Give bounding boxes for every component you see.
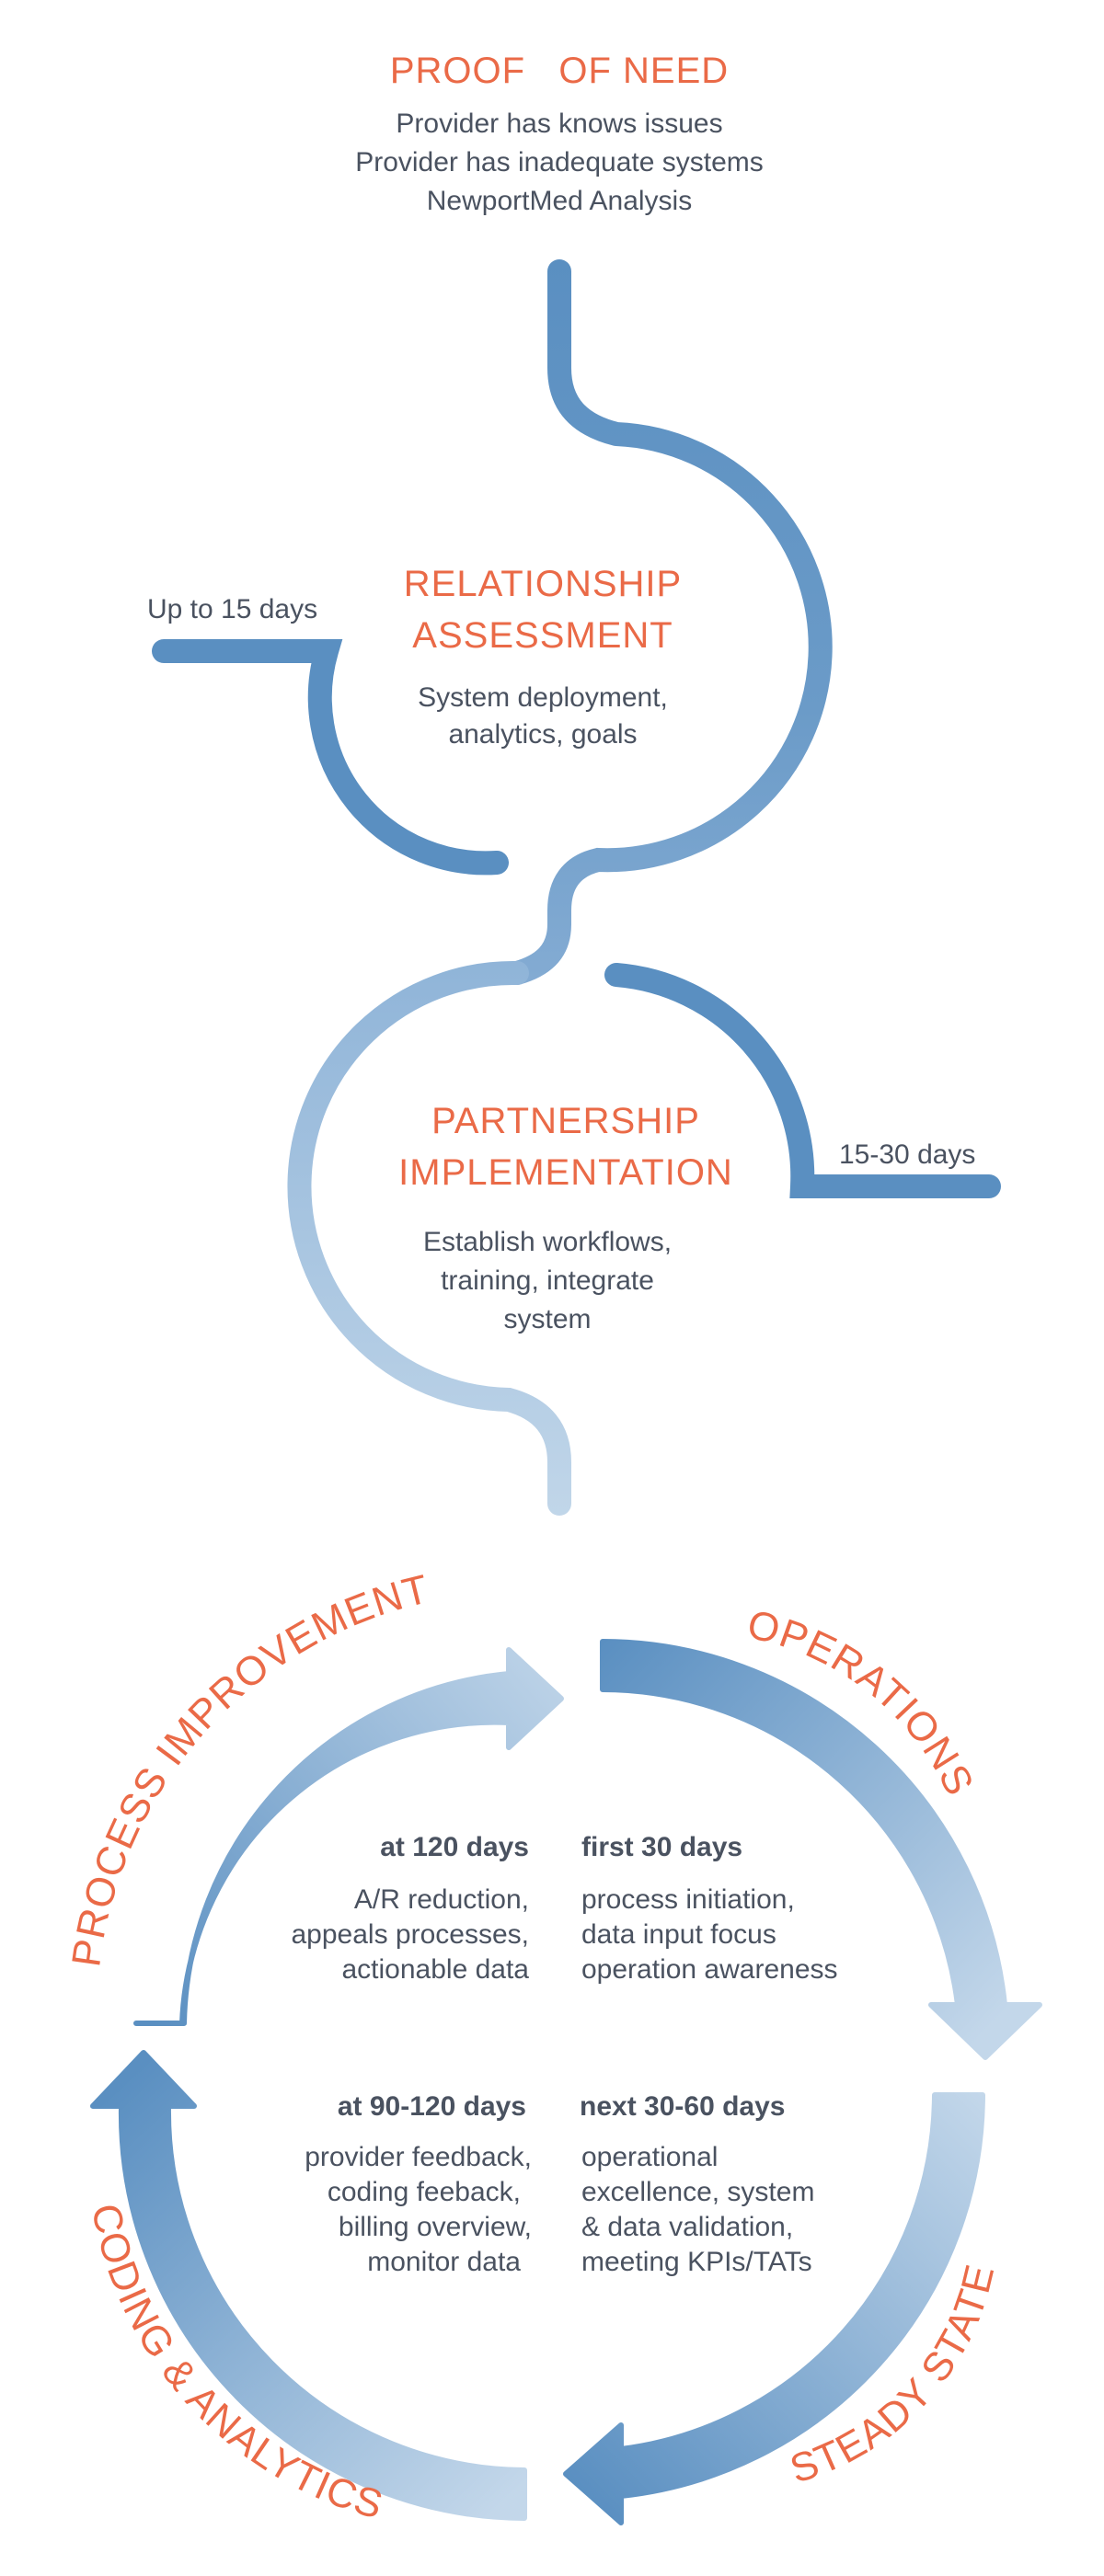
steady-state-line: & data validation,	[581, 2212, 793, 2242]
steady-state-line: excellence, system	[581, 2177, 814, 2207]
partnership-description: system	[503, 1304, 591, 1334]
operations-arrow	[600, 1639, 1042, 2060]
coding-analytics-line: provider feedback,	[305, 2142, 532, 2172]
relationship-description: analytics, goals	[448, 719, 637, 750]
steady-state-heading: next 30-60 days	[580, 2091, 785, 2122]
relationship-title: ASSESSMENT	[412, 615, 673, 656]
coding-analytics-line: coding feeback,	[328, 2177, 521, 2207]
partnership-description: training, integrate	[441, 1265, 654, 1296]
operations-line: data input focus	[581, 1919, 776, 1950]
operations-heading: first 30 days	[581, 1832, 742, 1862]
partnership-title: IMPLEMENTATION	[398, 1152, 733, 1193]
relationship-duration: Up to 15 days	[147, 594, 317, 624]
relationship-description: System deployment,	[418, 682, 668, 713]
process-improvement-line: appeals processes,	[292, 1919, 530, 1950]
proof-of-need-line: Provider has knows issues	[396, 109, 722, 139]
lower-connector-path	[287, 960, 571, 1516]
partnership-description: Establish workflows,	[423, 1227, 672, 1257]
proof-of-need-line: Provider has inadequate systems	[355, 147, 764, 177]
coding-analytics-line: monitor data	[367, 2247, 521, 2277]
process-improvement-line: A/R reduction,	[354, 1884, 529, 1915]
proof-of-need-title: PROOF OF NEED	[390, 51, 729, 91]
proof-of-need-line: NewportMed Analysis	[427, 186, 692, 216]
operations-line: process initiation,	[581, 1884, 795, 1915]
relationship-title: RELATIONSHIP	[404, 564, 682, 604]
process-improvement-heading: at 120 days	[380, 1832, 529, 1862]
process-improvement-line: actionable data	[342, 1954, 530, 1985]
steady-state-line: meeting KPIs/TATs	[581, 2247, 812, 2277]
operations-line: operation awareness	[581, 1954, 838, 1985]
process-improvement-arrow	[133, 1647, 564, 2026]
relationship-duration-arc	[152, 639, 509, 876]
partnership-duration-arc	[604, 963, 1001, 1198]
coding-analytics-heading: at 90-120 days	[338, 2091, 526, 2122]
upper-connector-path	[505, 259, 833, 985]
partnership-title: PARTNERSHIP	[431, 1101, 700, 1141]
coding-analytics-line: billing overview,	[339, 2212, 532, 2242]
steady-state-arrow	[563, 2092, 985, 2525]
partnership-duration: 15-30 days	[839, 1139, 975, 1170]
coding-analytics-arrow	[90, 2050, 527, 2521]
steady-state-line: operational	[581, 2142, 718, 2172]
